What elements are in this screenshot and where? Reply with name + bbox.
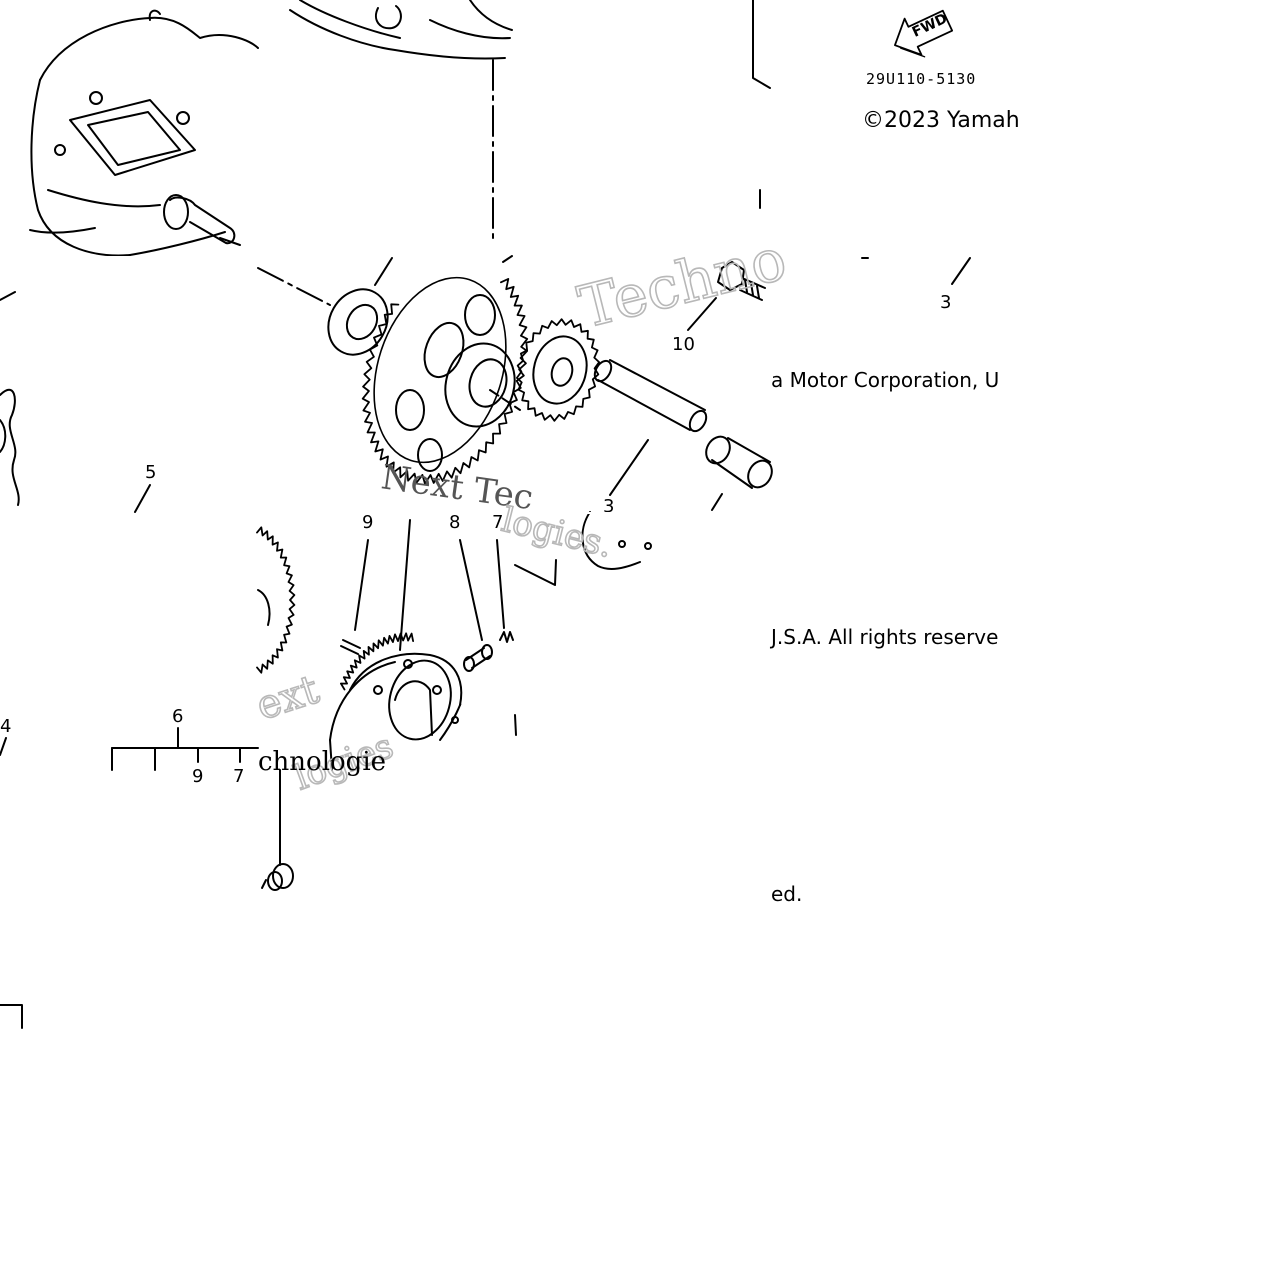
upper-bracket	[289, 0, 513, 60]
callout-3: 3	[603, 496, 614, 517]
callout-labels: 3 3 4 5 6 7 7 8 9 9 10	[0, 292, 951, 787]
callout-6: 6	[172, 706, 183, 727]
callout-7: 7	[233, 766, 244, 787]
watermark-text: Techno	[572, 225, 793, 342]
callout-4: 4	[0, 716, 11, 737]
callout-10: 10	[672, 334, 695, 355]
callout-3: 3	[940, 292, 951, 313]
copyright-line-4: ed.	[771, 882, 803, 906]
callout-7: 7	[492, 512, 503, 533]
crankcase-housing	[29, 9, 259, 257]
fwd-arrow-icon	[894, 9, 954, 58]
watermark-text: chnologie	[258, 747, 386, 777]
hex-bolt	[687, 261, 766, 331]
callout-5: 5	[145, 462, 156, 483]
callout-bracket-6	[0, 727, 259, 771]
watermark-text: logies.	[498, 500, 617, 566]
copyright-line-3: J.S.A. All rights reserve	[771, 625, 999, 649]
watermark-text: ext	[251, 667, 324, 730]
copyright-line-1: ©2023 Yamah	[862, 108, 1020, 133]
copyright-line-2: a Motor Corporation, U	[771, 368, 1000, 392]
starter-wheel-gear	[361, 276, 529, 485]
callout-9: 9	[362, 512, 373, 533]
corner-frame	[0, 1004, 23, 1029]
dowel-pin	[261, 769, 294, 891]
callout-9: 9	[192, 766, 203, 787]
idler-gear-assembly	[502, 255, 773, 511]
clutch-outer-housing	[581, 511, 652, 570]
thrust-washer	[257, 267, 389, 356]
housing-edge	[0, 291, 151, 513]
callout-8: 8	[449, 512, 460, 533]
starter-clutch-assembly	[329, 519, 557, 771]
diagram-reference-code: 29U110-5130	[866, 70, 977, 88]
gear-fragment	[256, 526, 296, 674]
tile-gaps	[0, 256, 773, 514]
fwd-label: FWD	[910, 11, 950, 41]
